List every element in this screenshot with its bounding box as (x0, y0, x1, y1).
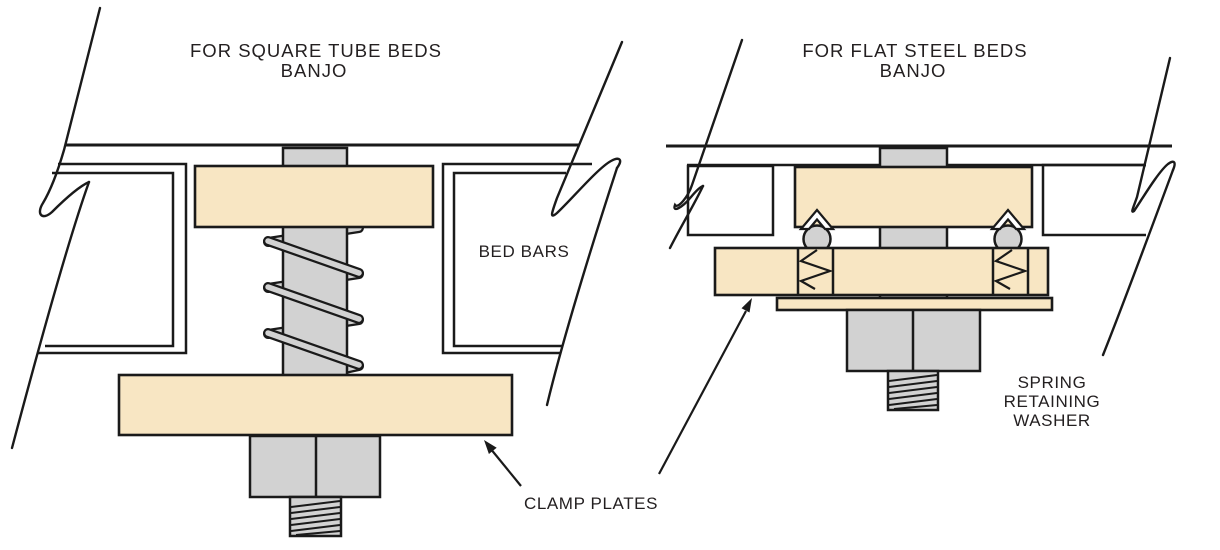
spring-retaining-washer-label: SPRING RETAINING WASHER (1004, 373, 1101, 430)
left-threaded-stud (288, 495, 343, 538)
washer-label-line1: SPRING (1018, 373, 1087, 392)
left-lower-clamp-plate (117, 373, 514, 437)
flat-steel-beds-diagram: FOR FLAT STEEL BEDS BANJO (666, 38, 1176, 430)
left-title-line2: BANJO (281, 60, 348, 81)
clamp-plates-arrow-left (484, 440, 522, 487)
right-diagram-break-lines (668, 38, 1176, 357)
spring-retainer-chevron-right (989, 208, 1027, 231)
right-hex-nut (845, 308, 982, 373)
right-upper-clamp-plate (793, 165, 1034, 229)
clamp-plates-callout: CLAMP PLATES (484, 298, 752, 513)
left-title-line1: FOR SQUARE TUBE BEDS (190, 40, 442, 61)
right-square-tube-outer (441, 162, 592, 355)
clamp-plates-arrow-right (658, 298, 752, 475)
clamp-plates-label: CLAMP PLATES (524, 494, 658, 513)
clamp-spring-coil (263, 236, 364, 370)
left-square-tube-outer (38, 162, 188, 355)
spring-retaining-washer (775, 296, 1054, 312)
spring-retainer-chevron-left (798, 208, 836, 231)
right-title-line1: FOR FLAT STEEL BEDS (802, 40, 1027, 61)
spring-symbol-left (798, 249, 834, 290)
washer-label-line3: WASHER (1013, 411, 1091, 430)
left-diagram-break-lines (10, 6, 624, 450)
left-square-tube-inner (45, 171, 175, 348)
bed-bars-label: BED BARS (479, 242, 570, 261)
right-lower-clamp-plate (713, 246, 1050, 297)
spring-symbol-right (993, 249, 1029, 290)
right-title-line2: BANJO (880, 60, 947, 81)
washer-label-line2: RETAINING (1004, 392, 1101, 411)
right-threaded-stud (886, 369, 940, 412)
flat-bed-bar-right (1041, 163, 1146, 237)
left-hex-nut (248, 434, 382, 499)
flat-bed-bar-left (686, 164, 775, 237)
right-square-tube-inner (452, 171, 566, 348)
left-upper-clamp-plate (193, 164, 435, 229)
square-tube-beds-diagram: FOR SQUARE TUBE BEDS BANJO (10, 6, 624, 538)
